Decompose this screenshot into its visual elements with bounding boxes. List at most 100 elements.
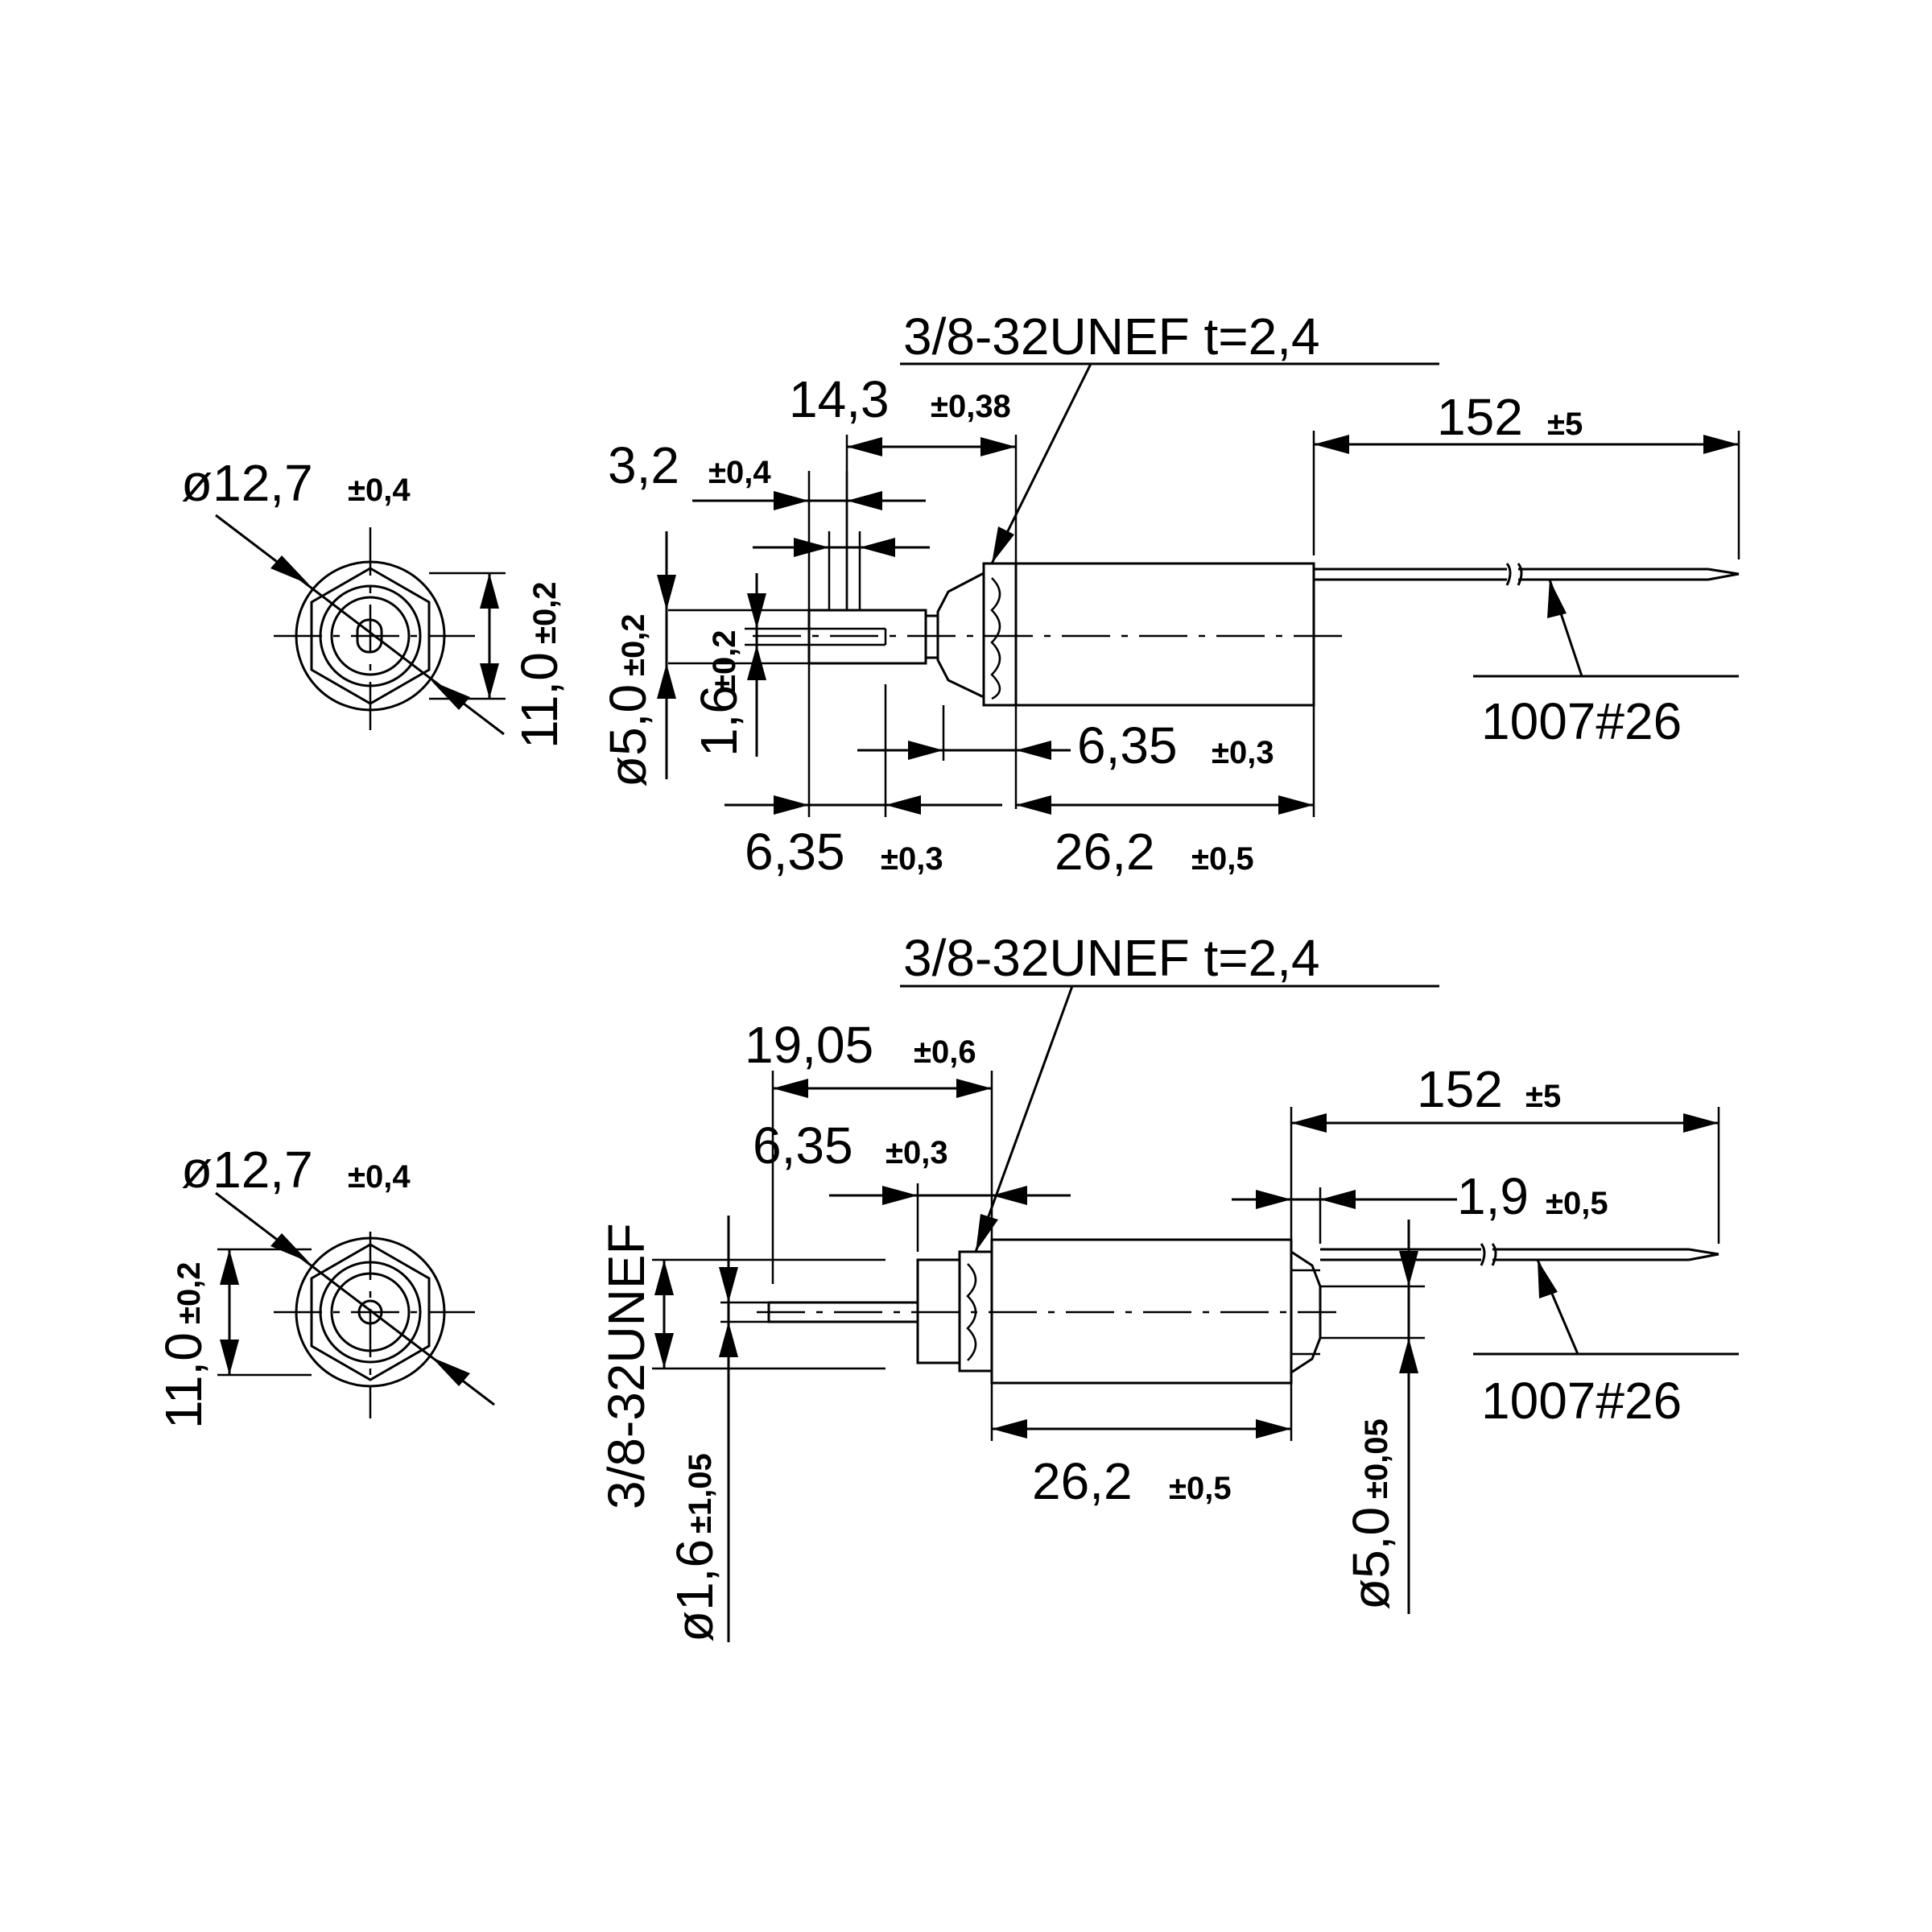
d1-152-arrow-l <box>1314 435 1349 454</box>
d1-wire-break <box>1505 563 1523 586</box>
d1-end-width-tol: ±0,2 <box>527 581 563 644</box>
d1-dim-26-2-tol: ±0,5 <box>1191 841 1254 877</box>
d1-1-6-arrow-top <box>747 593 766 629</box>
drawing-1-end-view: ø12,7 ±0,4 11,0 ±0,2 <box>181 454 568 749</box>
d2-152-arrow-l <box>1291 1113 1327 1133</box>
d2-diameter-arrow-1 <box>270 1233 309 1262</box>
d1-dim-6-35-right-tol: ±0,3 <box>1212 735 1274 770</box>
d1-thread-leader-arrow <box>992 526 1014 564</box>
d2-wire-tip-1 <box>1688 1248 1719 1256</box>
d1-wire-tip-1 <box>1707 568 1740 576</box>
d1-width-arrow-bot <box>480 663 499 699</box>
d1-dim-152: 152 <box>1437 388 1523 446</box>
d1-thread-spec: 3/8-32UNEF t=2,4 <box>903 308 1320 365</box>
d2-dim-1-9: 1,9 <box>1457 1167 1529 1225</box>
d2-dim-26-2: 26,2 <box>1032 1452 1133 1510</box>
d1-dim-1-6-tol: ±0,2 <box>707 630 742 692</box>
d2-dim-152: 152 <box>1417 1060 1503 1118</box>
d2-diameter-arrow-2 <box>431 1357 470 1386</box>
d1-wire-spec: 1007#26 <box>1481 692 1682 750</box>
d1-dim-6-35-right: 6,35 <box>1077 716 1178 774</box>
d1-14-arrow-l <box>847 437 882 456</box>
d1-wire-tip-2 <box>1707 572 1740 581</box>
d1-dim-26-2: 26,2 <box>1055 823 1155 881</box>
d2-d5-arrow-bot <box>1399 1338 1418 1373</box>
d2-wire-break <box>1480 1243 1497 1266</box>
d2-6-35-arrow-l <box>882 1186 918 1205</box>
d2-152-arrow-r <box>1683 1113 1719 1133</box>
d1-dim-3-2-tol: ±0,4 <box>708 455 771 490</box>
d2-dim-19-05-tol: ±0,6 <box>914 1034 976 1070</box>
d2-d1-6-arrow-bot <box>719 1322 738 1357</box>
drawing-1-side-view: 3/8-32UNEF t=2,4 14,3 ±0,38 3,2 ±0,4 152… <box>599 308 1740 881</box>
d2-dim-6-35: 6,35 <box>753 1117 853 1174</box>
d1-dim-6-35-bottom: 6,35 <box>745 823 845 881</box>
d1-dim-6-35-bottom-tol: ±0,3 <box>881 841 943 877</box>
d1-dim-14-3-tol: ±0,38 <box>931 389 1011 424</box>
d2-6-35-arrow-r <box>992 1186 1027 1205</box>
d1-dim-152-tol: ±5 <box>1547 407 1583 442</box>
d1-d5-arrow-bot <box>657 663 676 699</box>
d2-width-arrow-bot <box>220 1340 239 1375</box>
d2-dim-152-tol: ±5 <box>1525 1079 1561 1114</box>
d2-plunger-hole <box>357 1299 383 1325</box>
d1-6-35r-arrow-l <box>908 741 943 760</box>
d1-inner-circle <box>330 596 411 676</box>
d2-19-arrow-r <box>956 1079 992 1098</box>
d1-end-diameter: ø12,7 <box>181 454 313 512</box>
d1-thread-hatch <box>990 577 1001 700</box>
d1-6-35b-arrow-l <box>774 795 809 815</box>
d1-dim-1-6: 1,6 <box>690 685 748 757</box>
d2-dim-26-2-tol: ±0,5 <box>1169 1471 1232 1506</box>
d2-26-arrow-r <box>1256 1419 1291 1439</box>
d2-wire-tip-2 <box>1688 1253 1719 1261</box>
d2-26-arrow-l <box>992 1419 1027 1439</box>
d2-end-width: 11,0 <box>155 1332 213 1429</box>
d2-dim-19-05: 19,05 <box>745 1016 873 1074</box>
d1-26-arrow-l <box>1016 795 1051 815</box>
d2-thread-vertical: 3/8-32UNEF <box>597 1223 655 1509</box>
d2-d5-arrow-top <box>1399 1251 1418 1286</box>
d1-dim-d5-0-tol: ±0,2 <box>616 613 651 676</box>
d2-width-arrow-top <box>220 1249 239 1285</box>
d2-dim-d1-6: ø1,6 <box>666 1539 724 1642</box>
d2-thread-spec: 3/8-32UNEF t=2,4 <box>903 929 1320 987</box>
d2-dim-d5-0-tol: ±0,05 <box>1359 1418 1394 1499</box>
d2-thread-circle <box>319 1261 422 1364</box>
d1-1-6-arrow-bot <box>747 645 766 680</box>
d2-dim-d1-6-tol: ±1,05 <box>683 1453 718 1534</box>
d1-dim-3-2: 3,2 <box>608 436 679 494</box>
d1-end-width: 11,0 <box>510 652 568 749</box>
d1-152-arrow-r <box>1703 435 1739 454</box>
d2-19-arrow-l <box>773 1079 808 1098</box>
d2-thread-arrow-bot <box>654 1333 674 1368</box>
d1-3-2-arrow-l <box>774 491 809 510</box>
d1-plunger-slot <box>356 618 383 654</box>
d1-3-2-arrow-r <box>847 491 882 510</box>
d2-outer-circle <box>295 1236 446 1388</box>
d2-dim-d5-0: ø5,0 <box>1342 1507 1400 1610</box>
d2-hex-nut <box>310 1243 431 1381</box>
d1-wire-leader-arrow <box>1547 580 1567 618</box>
d1-6-35r-arrow-r <box>1016 741 1051 760</box>
d2-thread-leader <box>974 985 1074 1253</box>
d2-end-diameter: ø12,7 <box>181 1141 313 1199</box>
d2-thread-leader-arrow <box>976 1214 998 1252</box>
d2-thread-arrow-top <box>654 1260 674 1295</box>
d2-1-9-arrow-r <box>1320 1190 1356 1209</box>
d1-dim-d5-0: ø5,0 <box>599 684 657 787</box>
d1-outer-circle <box>295 560 446 712</box>
d1-slot-arrow-r <box>860 538 895 557</box>
drawing-2-side-view: 3/8-32UNEF t=2,4 19,05 ±0,6 6,35 ±0,3 15… <box>597 929 1739 1642</box>
d1-d5-arrow-top <box>657 575 676 610</box>
d1-26-arrow-r <box>1278 795 1314 815</box>
d1-slot-arrow-l <box>794 538 829 557</box>
d2-end-width-tol: ±0,2 <box>171 1261 207 1324</box>
d1-end-diameter-tol: ±0,4 <box>348 473 411 508</box>
d1-dim-14-3: 14,3 <box>789 370 890 428</box>
d1-solenoid-body <box>1014 562 1315 707</box>
d2-wire-leader-arrow <box>1538 1260 1558 1298</box>
d2-1-9-arrow-l <box>1256 1190 1291 1209</box>
d2-inner-circle <box>330 1272 411 1352</box>
